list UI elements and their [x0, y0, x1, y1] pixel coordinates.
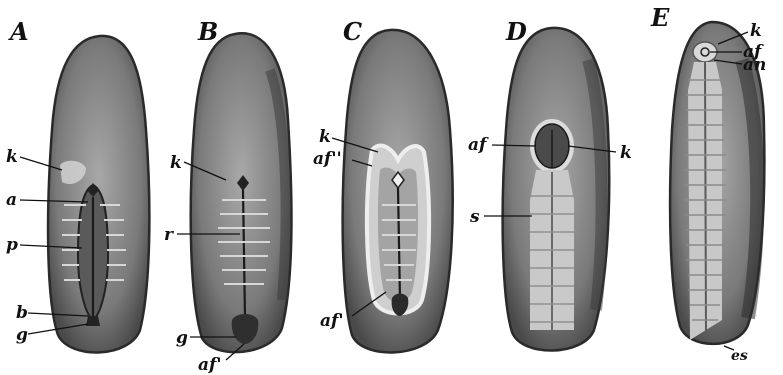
- panel-e-letter: E: [650, 3, 670, 32]
- label-a-k: k: [6, 147, 18, 167]
- label-a-b: b: [16, 303, 28, 323]
- panel-b-letter: B: [197, 17, 218, 46]
- label-a-a: a: [6, 190, 17, 210]
- label-e-an: an: [743, 55, 766, 75]
- label-b-g: g: [176, 328, 188, 348]
- panel-c-letter: C: [343, 17, 362, 46]
- panel-c: C k af'' af': [313, 17, 453, 352]
- label-e-k: k: [750, 21, 762, 41]
- label-b-r: r: [164, 225, 174, 245]
- embryo-e-axis: [705, 62, 706, 336]
- label-d-k: k: [620, 143, 632, 163]
- panel-a-letter: A: [8, 17, 29, 46]
- panel-b: B k r g af': [164, 17, 292, 375]
- label-d-af: af: [468, 135, 489, 155]
- label-a-p: p: [6, 235, 18, 255]
- label-b-k: k: [170, 153, 182, 173]
- embryo-a-posterior-knot: [86, 316, 100, 326]
- label-d-s: s: [469, 207, 480, 227]
- label-c-af1: af': [320, 311, 344, 331]
- label-a-g: g: [16, 325, 28, 345]
- panel-a: A k a p b g: [6, 17, 149, 352]
- label-c-af2: af'': [313, 149, 342, 169]
- label-b-af: af': [198, 355, 222, 375]
- label-c-k: k: [319, 127, 331, 147]
- panel-e: E k af a: [650, 3, 766, 364]
- panel-d: D af k s: [468, 17, 632, 351]
- panel-d-letter: D: [505, 17, 527, 46]
